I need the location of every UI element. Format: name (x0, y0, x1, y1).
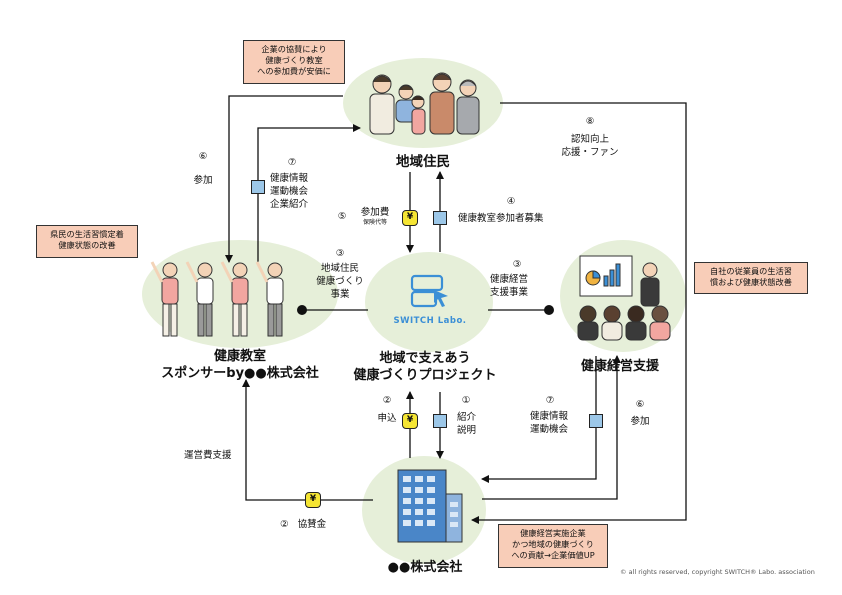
center-blob (365, 252, 493, 352)
support-callout-line: 慣および健康状態改善 (710, 277, 792, 287)
person-2 (185, 261, 214, 337)
flow-community-line: 地域住民 (320, 263, 359, 274)
flow-recruit-num: ④ (506, 196, 516, 207)
flow-operating-support-label: 運営費支援 (184, 450, 232, 461)
flow-recognition-num: ⑧ (585, 116, 595, 127)
flow-participation-left-label: 参加 (193, 175, 213, 186)
flow-health-info-left-line: 運動機会 (270, 186, 309, 197)
support-title: 健康経営支援 (580, 359, 659, 374)
flow-wellness-support-lines: 健康経営 支援事業 (484, 273, 534, 299)
family-illustration (369, 72, 480, 135)
health-info-chip-left (251, 180, 265, 194)
classroom-title-line1: 健康教室 (213, 349, 266, 364)
support-callout-line: 自社の従業員の生活習 (710, 266, 792, 276)
flow-participation-right-label: 参加 (630, 416, 650, 427)
flow-wellness-support-num: ③ (512, 259, 522, 270)
residents-callout: 企業の協賛により 健康づくり教室 への参加費が安価に (243, 40, 345, 84)
flow-wellness-support-line: 支援事業 (489, 287, 528, 298)
arrow-health-info-right (481, 356, 597, 483)
residents-callout-line: への参加費が安価に (257, 66, 331, 76)
company-callout: 健康経営実施企業 かつ地域の健康づくり への貢献→企業価値UP (498, 524, 608, 568)
yen-chip-fee: ¥ (402, 210, 418, 226)
flow-health-info-left-line: 健康情報 (270, 173, 309, 184)
center-title-line2: 健康づくりプロジェクト (353, 368, 497, 383)
person-3 (220, 261, 249, 337)
connector-dot-right (544, 305, 554, 315)
residents-callout-line: 健康づくり教室 (265, 55, 323, 65)
flow-recognition-lines: 認知向上 応援・ファン (548, 133, 632, 159)
health-info-chip-right (589, 414, 603, 428)
company-title: ●●株式会社 (387, 560, 463, 575)
flow-recognition-line: 認知向上 (570, 134, 609, 145)
flow-recognition-line: 応援・ファン (561, 147, 619, 158)
seminar-illustration (577, 255, 671, 341)
classroom-callout-line: 県民の生活習慣定着 (50, 229, 124, 239)
flow-community-line: 事業 (330, 289, 350, 300)
person-4 (255, 261, 284, 337)
classroom-title-line2: スポンサーby●●株式会社 (161, 366, 319, 381)
classroom-callout: 県民の生活習慣定着 健康状態の改善 (36, 225, 138, 258)
company-building-icon (397, 469, 463, 543)
flow-explain-lines: 紹介 説明 (457, 411, 476, 437)
flow-explain-num: ① (461, 395, 471, 406)
flow-fee-label: 参加費 (360, 207, 390, 218)
flow-health-info-right-line: 運動機会 (529, 424, 568, 435)
residents-title: 地域住民 (396, 154, 450, 170)
copyright-notice: © all rights reserved, copyright SWITCH®… (620, 568, 815, 576)
residents-callout-line: 企業の協賛により (261, 44, 327, 54)
flow-community-num: ③ (335, 248, 345, 259)
yen-chip-sponsor: ¥ (305, 492, 321, 508)
exercise-people-illustration (150, 261, 284, 337)
company-callout-line: 健康経営実施企業 (520, 528, 586, 538)
classroom-title: 健康教室 スポンサーby●●株式会社 (130, 348, 350, 382)
arrow-sponsor (242, 379, 373, 501)
flow-participation-left-num: ⑥ (198, 151, 208, 162)
flow-health-info-left-lines: 健康情報 運動機会 企業紹介 (270, 172, 308, 211)
arrow-recognition (471, 102, 687, 524)
flow-wellness-support-line: 健康経営 (489, 274, 528, 285)
flow-sponsor-label: ② 協賛金 (280, 518, 326, 531)
switch-labo-logo-text: SWITCH Labo. (393, 316, 467, 326)
flow-recruit-label: 健康教室参加者募集 (458, 213, 544, 224)
support-callout: 自社の従業員の生活習 慣および健康状態改善 (694, 262, 808, 294)
flow-fee-num: ⑤ (337, 211, 347, 222)
center-title-line1: 地域で支えあう (379, 351, 471, 366)
connector-dot-left (297, 305, 307, 315)
flow-health-info-right-num: ⑦ (545, 395, 555, 406)
flow-health-info-left-line: 企業紹介 (270, 199, 309, 210)
flow-fee-sublabel: 保険代等 (362, 219, 387, 226)
switch-labo-logo-icon (410, 274, 448, 308)
arrow-participation-right (482, 355, 621, 500)
flow-community-line: 健康づくり (316, 276, 364, 287)
flow-sponsor-num: ② (280, 519, 289, 530)
company-callout-line: への貢献→企業価値UP (511, 550, 595, 560)
explain-chip (433, 414, 447, 428)
flow-health-info-right-line: 健康情報 (529, 411, 568, 422)
flow-explain-line: 説明 (457, 425, 477, 436)
arrow-participation-left (225, 95, 343, 263)
recruit-chip (433, 211, 447, 225)
flow-sponsor-text: 協賛金 (297, 519, 327, 530)
flow-community-lines: 地域住民 健康づくり 事業 (310, 262, 370, 301)
flow-apply-num: ② (382, 395, 392, 406)
flow-participation-right-num: ⑥ (635, 399, 645, 410)
person-1 (150, 261, 179, 337)
arrow-health-info-left (257, 124, 361, 262)
yen-chip-apply: ¥ (402, 413, 418, 429)
company-callout-line: かつ地域の健康づくり (512, 539, 594, 549)
classroom-callout-line: 健康状態の改善 (58, 240, 116, 250)
flow-health-info-right-lines: 健康情報 運動機会 (514, 410, 584, 436)
flow-health-info-left-num: ⑦ (287, 157, 297, 168)
flow-apply-label: 申込 (377, 413, 397, 424)
center-title: 地域で支えあう 健康づくりプロジェクト (335, 350, 515, 384)
flow-explain-line: 紹介 (457, 412, 477, 423)
